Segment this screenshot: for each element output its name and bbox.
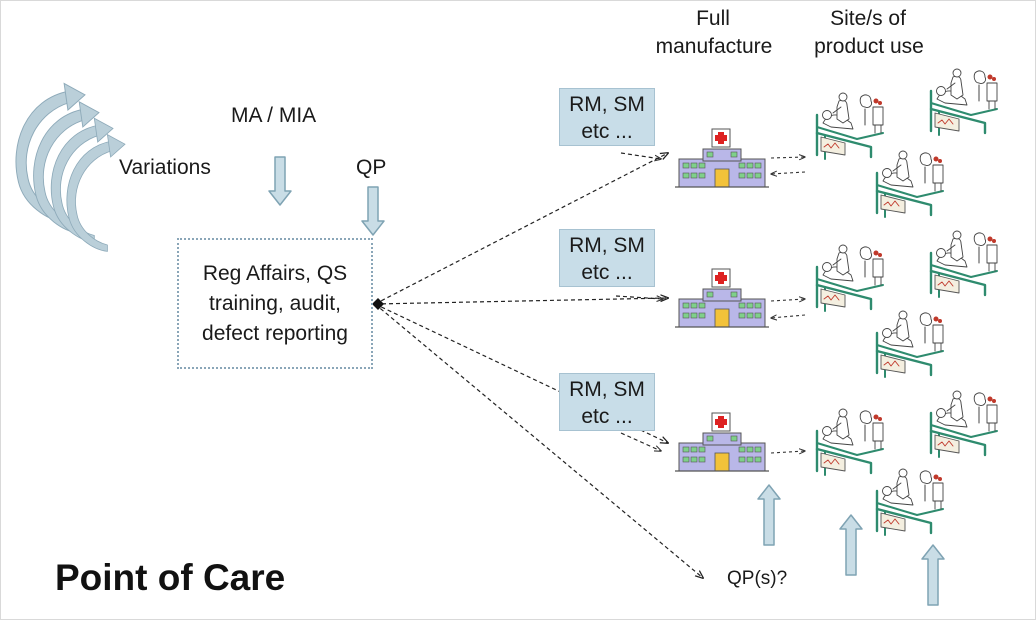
- hospital-bed-patient-icon: [815, 407, 885, 477]
- ma-mia-down-arrow-icon: [268, 156, 292, 206]
- up-arrow-icon: [839, 514, 863, 576]
- hospital-bed-exchange-arrows: [771, 157, 805, 453]
- hospital-bed-patient-icon: [815, 243, 885, 313]
- curved-arrows-icon: [15, 82, 126, 252]
- qps-label: QP(s)?: [727, 568, 788, 589]
- up-arrow-icon: [757, 484, 781, 546]
- hospital-bed-patient-icon: [875, 467, 945, 537]
- manufacture-label: manufacture: [655, 35, 773, 58]
- hospital-bed-patient-icon: [929, 67, 999, 137]
- hospital-bed-patient-icon: [875, 149, 945, 219]
- up-arrow-icon: [921, 544, 945, 606]
- connector-origin-diamond-icon: [372, 298, 384, 310]
- hospital-bed-patient-icon: [875, 309, 945, 379]
- qp-down-arrow-icon: [361, 186, 385, 236]
- hospital-bed-patient-icon: [929, 389, 999, 459]
- hospital-building-icon: [674, 412, 770, 472]
- full-label: Full: [696, 7, 730, 30]
- dashed-connectors: [374, 153, 703, 578]
- hospital-building-icon: [674, 268, 770, 328]
- qp-label: QP: [356, 156, 387, 179]
- product-use-label: product use: [814, 35, 924, 58]
- hospital-bed-patient-icon: [815, 91, 885, 161]
- hospital-building-icon: [674, 128, 770, 188]
- page-title: Point of Care: [55, 557, 286, 598]
- sites-label: Site/s of: [830, 7, 906, 30]
- variations-label: Variations: [119, 156, 211, 179]
- hospital-bed-patient-icon: [929, 229, 999, 299]
- ma-mia-label: MA / MIA: [231, 104, 317, 127]
